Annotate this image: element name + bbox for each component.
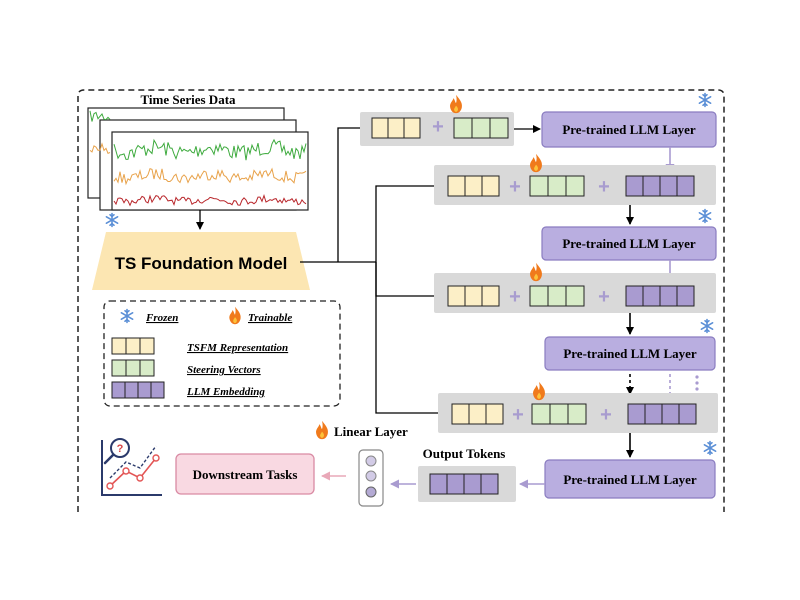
- llm-layer-4: [544, 459, 716, 499]
- linear-layer-label: Linear Layer: [334, 424, 408, 439]
- ts-orange-series: [113, 167, 307, 186]
- plus-icon: +: [598, 176, 610, 198]
- row-1-tsfm-vector: [371, 117, 421, 139]
- llm-layer-2: [541, 226, 717, 261]
- legend-steering-vectors: Steering Vectors: [187, 364, 261, 376]
- ts-foundation-model: [92, 232, 310, 290]
- downstream-tasks-box: [175, 453, 315, 495]
- row-2-llm-embedding: [625, 175, 695, 197]
- output-tokens-label: Output Tokens: [423, 446, 506, 461]
- magnifier-question-icon: ?: [103, 438, 130, 465]
- flame-icon: [533, 381, 545, 401]
- llm-layer-2-label: Pre-trained LLM Layer: [562, 236, 696, 251]
- legend-tsfm-swatch: [111, 337, 155, 355]
- time-series-title: Time Series Data: [140, 92, 236, 107]
- ts-red-series: [113, 194, 307, 207]
- outer-dashed-frame: [77, 89, 725, 512]
- legend-llm-embedding: LLM Embedding: [186, 386, 265, 398]
- injection-row-1: +: [360, 94, 514, 146]
- flame-icon: [316, 420, 328, 440]
- row-1-steering-vector: [453, 117, 509, 139]
- injection-row-3: + +: [434, 262, 716, 313]
- output-tokens-vector: [429, 473, 499, 495]
- llm-layer-1: [541, 111, 717, 148]
- plus-icon: +: [600, 404, 612, 426]
- injection-row-2: + +: [434, 153, 716, 205]
- llm-layer-4-label: Pre-trained LLM Layer: [563, 472, 697, 487]
- legend-box: [103, 300, 341, 407]
- legend-tsfm-representation: TSFM Representation: [187, 342, 288, 354]
- ts-back-green-series: [89, 110, 111, 122]
- plus-icon: +: [509, 176, 521, 198]
- legend-steering-swatch: [111, 359, 155, 377]
- llm-layer-3: [544, 336, 716, 371]
- snowflake-icon: [698, 92, 712, 108]
- linear-layer-neurons: [365, 455, 377, 498]
- llm-layer-3-label: Pre-trained LLM Layer: [563, 346, 697, 361]
- row-2-tsfm-vector: [447, 175, 500, 197]
- svg-text:?: ?: [117, 443, 124, 455]
- legend-llm-swatch: [111, 381, 165, 399]
- legend: Frozen Trainable TSFM Representation Ste…: [103, 300, 341, 407]
- legend-frozen: Frozen: [145, 312, 178, 324]
- row-3-llm-embedding: [625, 285, 695, 307]
- flame-icon: [530, 153, 542, 173]
- downstream-tasks-label: Downstream Tasks: [193, 467, 298, 482]
- time-series-panels: [87, 107, 309, 211]
- flame-icon: [530, 262, 542, 282]
- plus-icon: +: [512, 404, 524, 426]
- row-3-tsfm-vector: [447, 285, 500, 307]
- ts-panel-front: [111, 131, 309, 211]
- plus-icon: +: [509, 286, 521, 308]
- row-4-llm-embedding: [627, 403, 697, 425]
- row-4-steering-vector: [531, 403, 587, 425]
- routing-lines: [300, 124, 449, 417]
- snowflake-icon: [703, 440, 717, 456]
- plus-icon: +: [432, 116, 444, 138]
- injection-row-4: + +: [438, 381, 718, 433]
- snowflake-icon: [698, 208, 712, 224]
- vertical-ellipsis: [695, 375, 699, 391]
- row-4-tsfm-vector: [451, 403, 504, 425]
- plus-icon: +: [598, 286, 610, 308]
- row-3-steering-vector: [529, 285, 585, 307]
- snowflake-icon: [700, 318, 714, 334]
- flame-icon: [450, 94, 462, 114]
- ts-foundation-model-label: TS Foundation Model: [115, 254, 288, 273]
- ts-green-series: [113, 138, 307, 161]
- chart-icon: [101, 440, 162, 496]
- llm-layer-1-label: Pre-trained LLM Layer: [562, 122, 696, 137]
- snowflake-icon: [105, 212, 119, 228]
- row-2-steering-vector: [529, 175, 585, 197]
- legend-trainable: Trainable: [248, 312, 292, 324]
- ts-back-orange-series: [89, 142, 111, 154]
